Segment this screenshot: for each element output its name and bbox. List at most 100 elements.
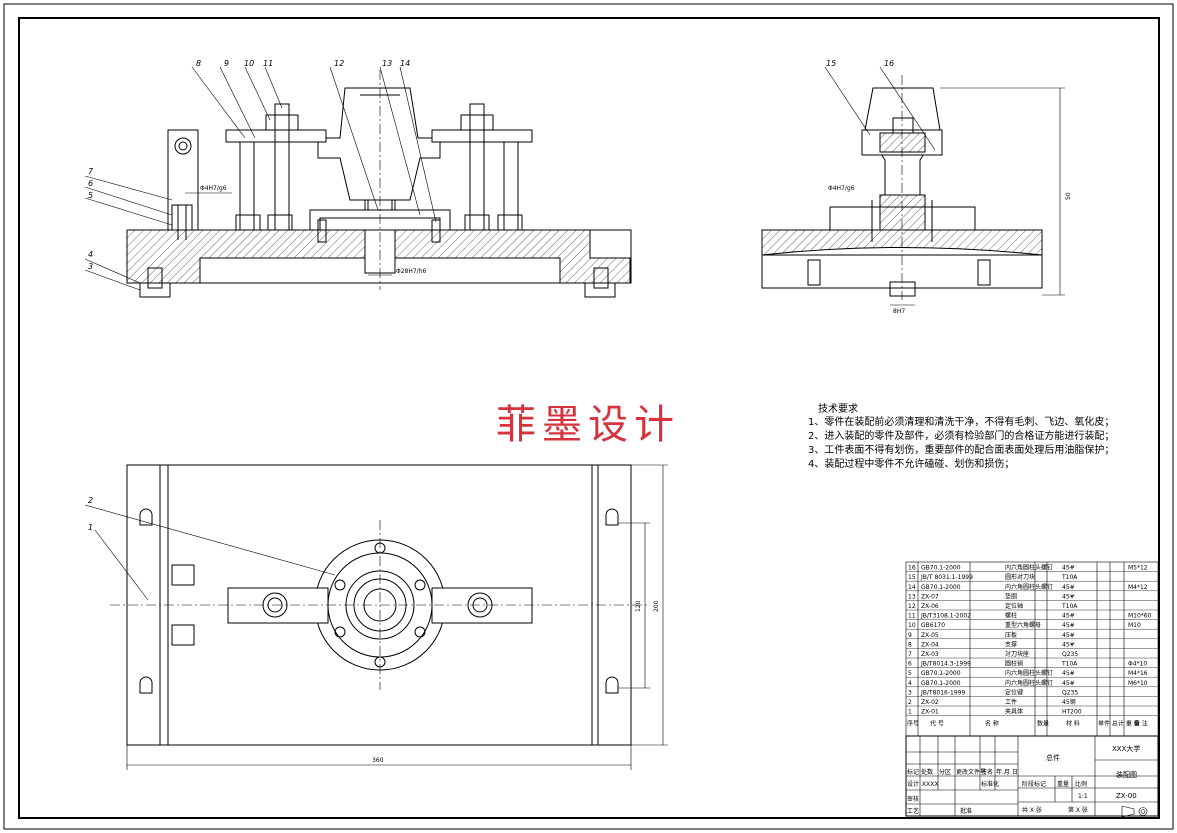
bom-cell-mat: 45# [1062,613,1075,620]
bom-cell-code: ZX-02 [921,699,939,706]
bom-cell-no: 12 [908,603,916,610]
bom-cell-mat: 45# [1062,622,1075,629]
tech-req-3: 3、工件表面不得有划伤，重要部件的配合面表面处理后用油脂保护； [808,443,1114,456]
bom-cell-no: 15 [908,574,916,581]
bom-cell-code: JB/T 8031.1-1999 [920,574,973,581]
tech-req-title: 技术要求 [818,402,858,415]
title-col-zone: 分区 [939,768,951,776]
bom-cell-mat: 45# [1062,565,1075,572]
callout-10: 10 [244,59,254,68]
bom-cell-no: 11 [908,613,916,620]
callout-8: 8 [196,59,201,68]
watermark: 菲墨设计 [496,402,680,448]
bom-cell-no: 8 [908,641,912,648]
bom-cell-name: 内六角圆柱头螺钉 [1005,679,1053,687]
title-col-count: 处数 [921,768,933,776]
bom-header-note: 备 注 [1134,720,1148,728]
bom-cell-name: 対刀块座 [1005,650,1029,658]
bom-cell-no: 16 [908,565,916,572]
bom-cell-code: ZX-05 [921,632,939,639]
title-col-sign: 签名 [981,768,993,776]
callout-14: 14 [400,59,410,68]
title-block [905,735,1159,817]
bom-cell-code: GB70.1-2000 [921,584,961,591]
bom-cell-note: M4*16 [1128,670,1148,677]
top-view-dims [84,464,668,770]
bom-cell-code: ZX-01 [921,709,939,716]
front-view [126,70,632,298]
bom-cell-no: 10 [908,622,916,629]
bom-cell-name: 内六角圆柱头螺钉 [1005,564,1053,572]
tech-req-1: 1、零件在装配前必须清理和清洗干净，不得有毛刺、飞边、氧化皮； [808,415,1114,428]
bom-cell-note: Φ4*10 [1128,661,1147,668]
callout-9: 9 [224,59,229,68]
bom-cell-name: 垫圈 [1005,592,1017,600]
title-sheets-total: 共 X 张 [1022,806,1042,814]
title-school: XXX大学 [1112,744,1140,753]
bom-cell-name: 支撑 [1005,640,1017,648]
bom-cell-mat: Q235 [1062,651,1078,658]
bom-header-mat: 材 料 [1066,720,1080,728]
bom-cell-name: 内六角圆柱头螺钉 [1005,583,1053,591]
bom-cell-code: JB/T8016-1999 [920,689,965,696]
bom-header-code: 代 号 [930,720,944,728]
bom-cell-note: M5*12 [1128,565,1148,572]
front-dim-bore: Φ28H7/h6 [396,268,427,275]
bom-cell-mat: 45# [1062,680,1075,687]
bom-cell-name: 压板 [1005,631,1017,639]
bom-cell-mat: T10A [1061,574,1078,581]
title-row-review: 审核 [907,795,919,803]
title-stage-label: 阶段标记 [1022,780,1046,788]
bom-cell-name: 圆柱销 [1005,660,1023,668]
bom-cell-no: 1 [908,709,912,716]
tech-req-4: 4、装配过程中零件不允许磕碰、划伤和损伤； [808,457,1014,470]
title-col-date: 年.月.日 [996,768,1018,776]
title-drawing-no: ZX-00 [1116,792,1137,800]
front-dim-pin: Φ4H7/g6 [200,185,227,192]
front-callout-leaders [84,66,437,291]
bom-cell-name: 圆形对刀块 [1005,573,1035,581]
callout-7: 7 [88,167,94,176]
outer-border [3,3,1174,830]
bom-cell-code: GB6170 [921,622,945,629]
title-std: 标准化 [981,780,999,788]
bom-cell-note: M6*10 [1128,680,1148,687]
bom-header-name: 名 称 [985,720,999,728]
bom-cell-mat: 45# [1062,641,1075,648]
bom-cell-mat: 45# [1062,584,1075,591]
title-weight-label: 重量 [1057,780,1069,788]
side-dim-key: 8H7 [893,308,905,315]
callout-12: 12 [334,59,344,68]
inner-border [18,17,1160,819]
bom-cell-code: ZX-06 [921,603,939,610]
bom-cell-no: 3 [908,689,912,696]
title-scale-label: 比例 [1075,780,1087,788]
bom-cell-name: 定位键 [1005,688,1023,696]
top-dim-outer: 200 [653,600,660,612]
side-view-dims [824,66,1065,306]
bom-cell-no: 5 [908,670,912,677]
bom-cell-note: M10 [1128,622,1141,629]
callout-2: 2 [88,496,93,505]
bom-cell-name: 螺柱 [1005,612,1017,620]
top-view [110,464,650,746]
bom-cell-code: GB70.1-2000 [921,670,961,677]
bom-cell-note: M10*60 [1128,613,1152,620]
callout-5: 5 [88,191,93,200]
bom-cell-name: 重型六角螺母 [1005,621,1041,629]
side-dim-pin: Φ4H7/g6 [828,185,855,192]
top-dim-inner: 120 [635,600,642,612]
bom-cell-mat: T10A [1061,603,1078,610]
bom-cell-mat: 45钢 [1062,698,1076,706]
bom-cell-code: JB/T8014.3-1999 [920,661,971,668]
bom-cell-name: 定位轴 [1005,602,1023,610]
side-view [761,75,1043,300]
title-row-process: 工艺 [907,807,919,815]
bom-cell-mat: 45# [1062,632,1075,639]
callout-4: 4 [88,250,93,259]
title-scale: 1:1 [1078,793,1088,800]
bom-cell-code: ZX-03 [921,651,939,658]
